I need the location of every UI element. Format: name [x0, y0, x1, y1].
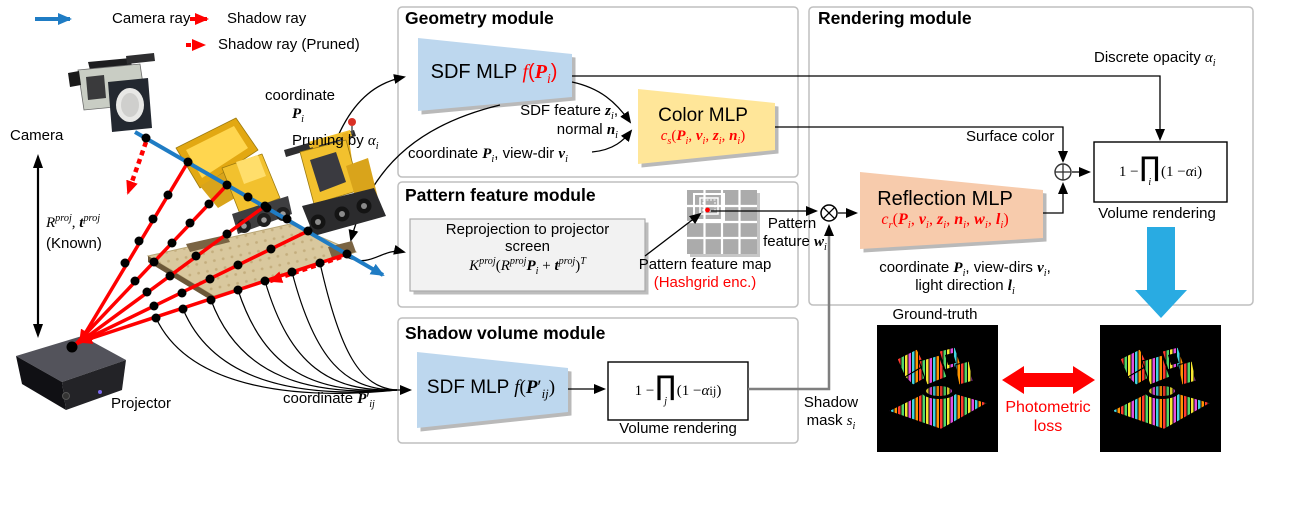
- reprojection-box: [409, 218, 649, 295]
- known-label: (Known): [46, 235, 102, 252]
- projector-label: Projector: [111, 395, 172, 412]
- photometric-loss-label-2: loss: [1033, 418, 1063, 435]
- pattern-feature-label-2: feature wi: [763, 233, 827, 253]
- hashgrid-label: (Hashgrid enc.): [653, 274, 757, 291]
- shadow-mask-label-1: Shadow: [803, 394, 859, 411]
- pruning-label: Pruning by αi: [292, 132, 379, 152]
- volume-rendering-label: Volume rendering: [1098, 205, 1216, 222]
- extrinsics-arrow: [33, 154, 43, 338]
- surface-color-label: Surface color: [966, 128, 1055, 145]
- shadow-mask-label-2: mask si: [806, 412, 856, 432]
- rendered-image: [1100, 325, 1221, 452]
- shadow-volume-rendering-box: [607, 361, 749, 421]
- pattern-map-label: Pattern feature map: [638, 256, 772, 273]
- pruned-shadow-rays: [125, 141, 342, 284]
- coordinate-pi-label-1: coordinate: [264, 87, 336, 104]
- camera-icon: [68, 53, 155, 132]
- coord-viewdir-label: coordinate Pi, view-dir vi: [408, 145, 568, 165]
- pattern-feature-label-1: Pattern: [767, 215, 817, 232]
- legend-camera-ray: Camera ray: [112, 10, 191, 27]
- photometric-loss-label-1: Photometric: [1005, 399, 1091, 416]
- shadow-sdf-mlp-trapezoid: [417, 352, 572, 432]
- color-mlp-trapezoid: [638, 89, 779, 168]
- hashgrid-icon: [687, 190, 760, 257]
- coordinate-pij-label: coordinate P′ij: [283, 390, 375, 410]
- shadow-module-title: Shadow volume module: [405, 323, 606, 343]
- ground-truth-label: Ground-truth: [892, 306, 978, 323]
- projector-icon: [16, 336, 126, 410]
- sample-points: [66, 133, 352, 353]
- shadow-sdf-mlp-label: SDF MLP f(P′ij): [426, 377, 556, 401]
- sdf-mlp-label: SDF MLP f(Pi): [430, 61, 558, 86]
- rendering-module-title: Rendering module: [818, 8, 972, 28]
- reflection-mlp-label: Reflection MLP: [877, 188, 1013, 210]
- camera-ray-line: [134, 130, 385, 277]
- reflection-coord-label-1: coordinate Pi, view-dirs vi,: [879, 259, 1051, 279]
- lego-excavator: [175, 117, 386, 236]
- camera-label: Camera: [10, 127, 64, 144]
- reflection-coord-label-2: light direction li: [915, 277, 1015, 297]
- ground-truth-image: [877, 325, 998, 452]
- geometry-module-title: Geometry module: [405, 8, 554, 28]
- pattern-module-title: Pattern feature module: [405, 185, 596, 205]
- shadow-volume-rendering-label: Volume rendering: [619, 420, 737, 437]
- shadow-mask-line: [748, 230, 831, 391]
- reflection-mlp-formula: cr(Pi, vi, zi, ni, wi, li): [881, 211, 1009, 232]
- legend-shadow-ray: Shadow ray: [227, 10, 307, 27]
- color-mlp-formula: cs(Pi, vi, zi, ni): [660, 128, 746, 147]
- photometric-loss-arrow: [1002, 366, 1095, 394]
- discrete-opacity-label: Discrete opacity αi: [1094, 49, 1216, 69]
- sdf-mlp-trapezoid: [418, 38, 576, 115]
- extrinsics-label: Rproj, tproj: [46, 213, 101, 231]
- color-mlp-label: Color MLP: [658, 105, 748, 126]
- reflection-mlp-trapezoid: [860, 172, 1047, 253]
- legend-shadow-ray-pruned: Shadow ray (Pruned): [218, 36, 360, 53]
- multiply-icon: [820, 204, 838, 222]
- shadow-ray-sample-curves: [155, 262, 412, 395]
- plus-icon: [1054, 163, 1072, 181]
- sdf-feature-label: SDF feature zi,normal ni: [520, 102, 618, 142]
- coordinate-pi-label-2: Pi: [291, 106, 305, 125]
- volume-render-arrow: [1135, 227, 1187, 318]
- reprojection-label: Reprojection to projector screen Kproj(R…: [445, 221, 610, 277]
- volume-rendering-box: [1093, 141, 1228, 203]
- legend-arrows: [35, 13, 209, 51]
